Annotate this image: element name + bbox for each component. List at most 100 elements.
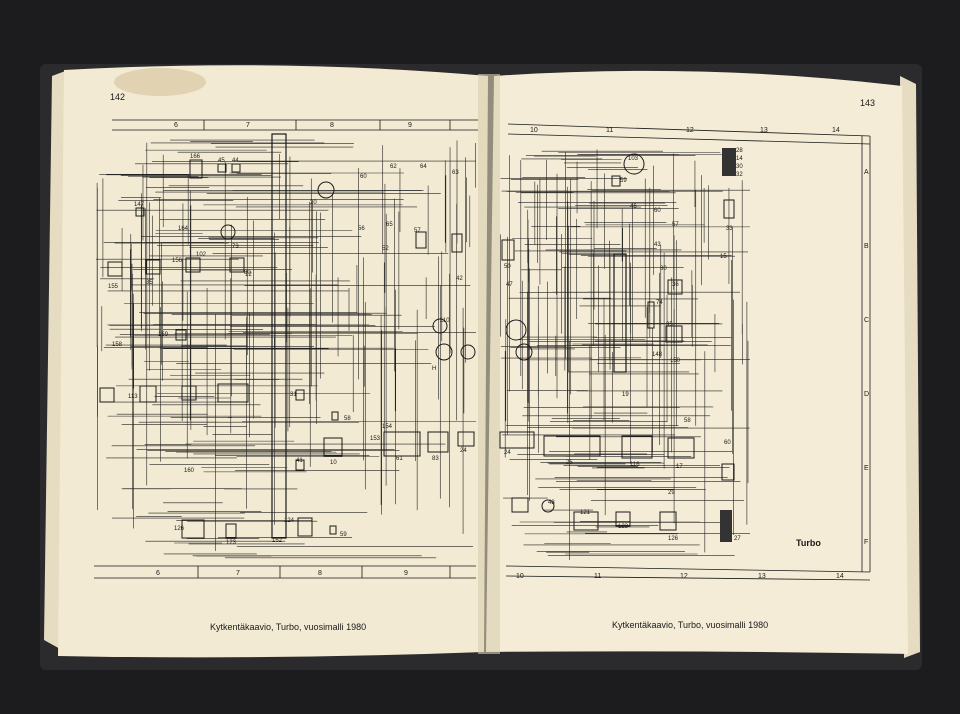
column-number: 14 [832,127,840,134]
component-label: 64 [420,164,427,170]
right-fuse-block-top [722,148,736,176]
column-number: 11 [606,127,613,134]
left-page [58,65,488,658]
right-fuse-block-bottom [720,510,732,542]
component-label: 147 [134,202,145,208]
component-label: 25 [566,460,573,466]
column-number: 6 [174,122,178,129]
component-label: 80 [244,270,251,276]
component-label: 60 [654,208,661,214]
component-label: 50 [504,264,511,270]
component-label: 123 [226,540,237,546]
component-label: 152 [272,538,283,544]
turbo-label: Turbo [796,538,821,548]
right-diagram-frame [505,123,871,581]
component-label: 31 [290,392,297,398]
component-label: 17 [676,464,683,470]
component-label: 124 [284,518,295,524]
right-caption: Kytkentäkaavio, Turbo, vuosimalli 1980 [612,620,768,630]
left-diagram-frame [94,119,478,579]
component-label: 65 [386,222,393,228]
column-numbers-right-top: 10 11 12 13 14 [530,127,840,134]
component-label: 43 [654,242,661,248]
component-label: 121 [580,510,591,516]
column-number: 9 [408,122,412,129]
component-label: 20 [310,200,317,206]
component-label: 159 [158,332,169,338]
component-label: 113 [128,394,138,400]
component-label: 35 [666,322,673,328]
component-label: 156 [172,258,183,264]
component-label: 46 [630,204,637,210]
wiring-lines-left [96,139,476,559]
column-number: 7 [236,570,240,577]
component-boxes-left [99,159,476,539]
component-label: 29 [668,490,675,496]
component-label: 166 [190,154,201,160]
component-label: 47 [506,282,513,288]
row-letter: C [864,317,869,324]
component-label: 44 [232,158,239,164]
component-label: 36 [672,282,679,288]
component-label: 164 [178,226,189,232]
component-label: 110 [440,318,450,324]
component-label: 33 [726,226,733,232]
component-label: 15 [720,254,727,260]
component-label: 116 [630,462,640,468]
component-label: 62 [390,164,397,170]
component-label: 126 [668,536,679,542]
column-numbers-left-top: 6 7 8 9 [174,122,412,129]
component-label: 83 [432,456,439,462]
component-label: 58 [344,416,351,422]
component-label: 85 [146,280,153,286]
component-label: 154 [382,424,393,430]
ground-bus-bar [271,133,287,539]
component-label: 57 [414,228,421,234]
component-label: 24 [504,450,511,456]
connector-strip [613,253,627,373]
component-label: 80 [660,266,667,272]
row-letter: A [864,169,869,176]
column-number: 13 [758,573,766,580]
right-page-number: 143 [860,98,875,108]
component-label: 60 [360,174,367,180]
column-number: 10 [530,127,538,134]
row-letter: B [864,243,869,250]
component-label: 42 [456,276,463,282]
left-caption: Kytkentäkaavio, Turbo, vuosimalli 1980 [210,622,366,632]
component-label: 32 [736,172,743,178]
component-label: 102 [196,252,207,258]
component-label: 27 [734,536,741,542]
component-label: 59 [340,532,347,538]
component-label: 30 [736,164,743,170]
component-label: 74 [656,300,663,306]
component-boxes-right [499,153,735,531]
column-number: 8 [330,122,334,129]
component-label: 126 [174,526,185,532]
component-label: 73 [232,244,239,250]
row-letter: F [864,539,868,546]
column-number: 13 [760,127,768,134]
component-label: 150 [670,358,681,364]
column-number: 6 [156,570,160,577]
column-number: 7 [246,122,250,129]
component-label: 41 [296,458,303,464]
column-number: 10 [516,573,524,580]
component-label: 45 [218,158,225,164]
gutter-shadow [478,74,500,654]
component-labels-right: 1035946605715281430323350474380363574148… [504,148,743,542]
component-label: 158 [112,342,123,348]
column-number: 12 [686,127,694,134]
row-letter: D [864,391,869,398]
component-label: 56 [358,226,365,232]
component-label: 123 [618,524,629,530]
component-label: 63 [452,170,459,176]
left-page-number: 142 [110,92,125,102]
component-label: 148 [652,352,663,358]
component-label: 59 [620,178,627,184]
component-label: 153 [370,436,381,442]
column-number: 11 [594,573,601,580]
